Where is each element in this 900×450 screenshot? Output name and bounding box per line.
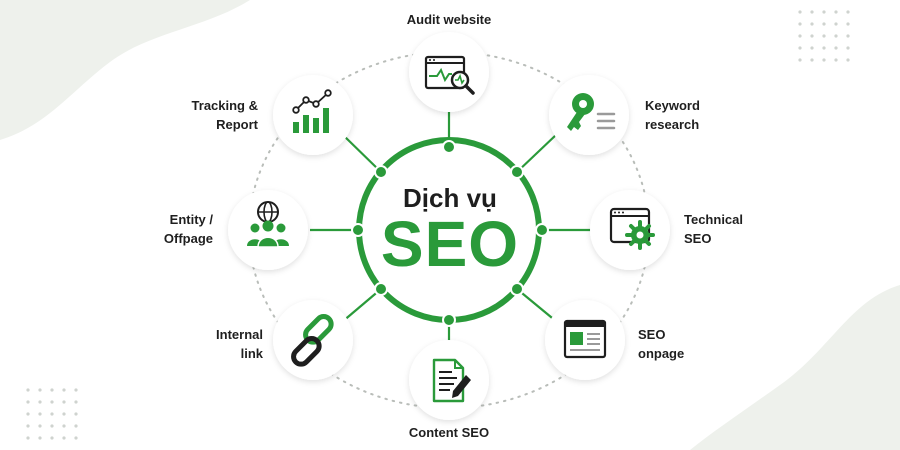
node-onpage[interactable]	[545, 300, 625, 380]
label-line: SEO	[638, 327, 666, 342]
label-line: Internal	[216, 327, 263, 342]
center-main-label: SEO	[380, 208, 520, 280]
node-internal[interactable]	[273, 300, 353, 380]
node-content[interactable]	[409, 340, 489, 420]
label-keyword: Keyword research	[645, 96, 700, 134]
center-title: Dịch vụ	[403, 183, 497, 213]
label-line: Keyword	[645, 98, 700, 113]
node-audit[interactable]	[409, 32, 489, 112]
label-line: research	[645, 117, 700, 132]
label-entity: Entity / Offpage	[130, 210, 213, 248]
label-line: SEO	[684, 231, 712, 246]
label-line: Audit website	[406, 12, 492, 27]
label-line: Report	[216, 117, 258, 132]
dot-grid-bottom-left	[26, 388, 78, 440]
label-line: link	[240, 346, 263, 361]
ring-joint-dots	[351, 140, 549, 327]
label-line: Technical	[684, 212, 744, 227]
label-content: Content SEO	[389, 423, 509, 442]
webpage-layout-icon	[563, 319, 607, 359]
document-pen-icon	[432, 358, 471, 403]
globe-people-icon	[247, 201, 289, 248]
label-line: onpage	[638, 346, 685, 361]
bar-chart-icon	[292, 89, 332, 133]
label-audit: Audit website	[389, 10, 509, 29]
dot-grid-top-right	[798, 10, 850, 62]
label-internal: Internal link	[180, 325, 263, 363]
chain-link-icon	[291, 314, 334, 367]
background-blob-top-left	[0, 0, 250, 140]
browser-gear-icon	[609, 207, 655, 250]
label-technical: Technical SEO	[684, 210, 743, 248]
connector-lines	[310, 112, 592, 350]
node-tracking[interactable]	[273, 75, 353, 155]
label-line: Tracking &	[191, 98, 258, 113]
label-line: Content SEO	[408, 425, 490, 440]
label-line: Offpage	[163, 231, 213, 246]
node-technical[interactable]	[590, 190, 670, 270]
label-onpage: SEO onpage	[638, 325, 684, 363]
key-icon	[567, 93, 616, 131]
node-keyword[interactable]	[549, 75, 629, 155]
audit-search-icon	[424, 55, 475, 95]
background-blob-bottom-right	[690, 285, 900, 450]
label-line: Entity /	[169, 212, 213, 227]
label-tracking: Tracking & Report	[175, 96, 258, 134]
node-entity[interactable]	[228, 190, 308, 270]
